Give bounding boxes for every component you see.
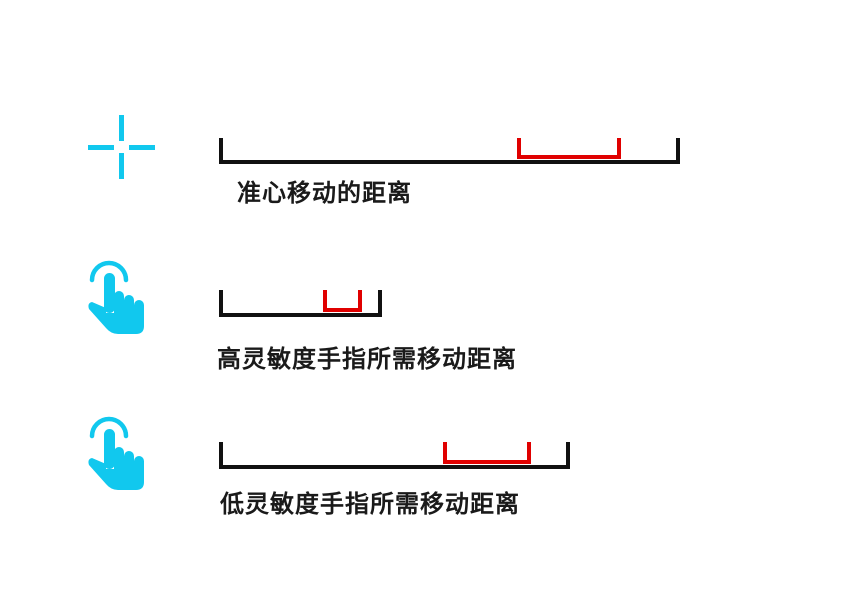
high-sensitivity-highlight — [323, 290, 362, 312]
tap-finger-icon — [88, 416, 144, 490]
low-sensitivity-bar — [219, 442, 570, 469]
low-sensitivity-label: 低灵敏度手指所需移动距离 — [220, 490, 520, 518]
aim-distance-bar — [219, 138, 680, 164]
high-sensitivity-label: 高灵敏度手指所需移动距离 — [217, 345, 517, 373]
low-sensitivity-highlight — [443, 442, 531, 464]
crosshair-icon — [88, 115, 155, 179]
high-sensitivity-bar — [219, 290, 382, 317]
aim-distance-highlight — [517, 138, 621, 159]
aim-distance-label: 准心移动的距离 — [237, 179, 412, 207]
tap-finger-icon — [88, 260, 144, 334]
